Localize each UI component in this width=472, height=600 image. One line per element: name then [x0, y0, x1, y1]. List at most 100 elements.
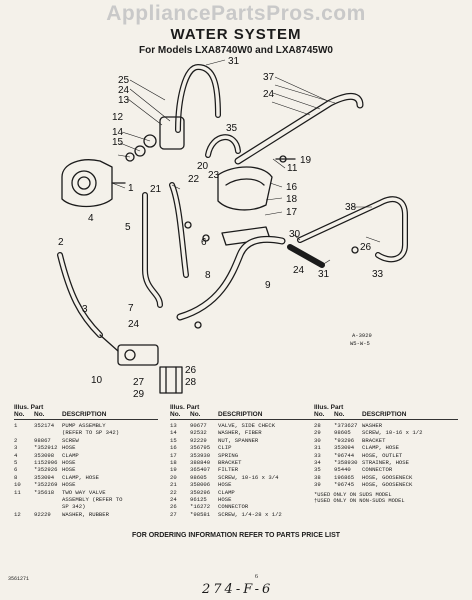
filter-assembly	[217, 166, 273, 211]
callout-label: 25	[118, 75, 130, 86]
callout-label: 24	[293, 265, 305, 276]
part-number: 353098	[34, 451, 55, 459]
part-illus-no	[14, 503, 34, 510]
part-number: 98867	[34, 436, 51, 444]
part-description: CLAMP	[62, 451, 79, 459]
parts-row: (REFER TO SP 342)	[14, 429, 158, 436]
part-description: WASHER, FIBER	[218, 429, 262, 437]
part-description: HOSE	[62, 466, 76, 474]
handwritten-note: 274-F-6	[202, 582, 274, 597]
part-number: 352174	[34, 422, 55, 429]
callout-label: 7	[128, 303, 134, 314]
callout-label: 24	[128, 319, 140, 330]
part-number: *352912	[34, 444, 58, 452]
part-illus-no: 35	[314, 466, 321, 474]
parts-header-illus: Illus. Part	[14, 404, 44, 411]
part-illus-no	[14, 429, 34, 436]
callout-label: 23	[208, 170, 220, 181]
callout-label: 5	[125, 222, 131, 233]
callout-label: 4	[88, 213, 94, 224]
part-illus-no: 34	[314, 459, 321, 467]
part-illus-no: 27	[170, 510, 177, 518]
parts-row: 39 *96745 HOSE, GOOSENECK	[314, 481, 458, 488]
part-number: *96745	[334, 481, 355, 489]
exploded-parts-diagram: 31 25 24 13 12 14 15 1 2 3 4 5 6 7 8 9 1…	[57, 56, 408, 400]
pump-outlet-hose	[57, 252, 103, 338]
part-illus-no: 15	[170, 436, 177, 444]
part-description: HOSE, GOOSENECK	[362, 481, 413, 489]
parts-header-part-no: No.	[334, 411, 345, 418]
part-description: HOSE	[62, 481, 76, 489]
part-description: WASHER	[362, 422, 383, 429]
part-number	[34, 496, 62, 503]
part-number: 353930	[190, 451, 211, 459]
callout-label: 22	[188, 174, 200, 185]
callout-label: 17	[286, 207, 298, 218]
ordering-footer: FOR ORDERING INFORMATION REFER TO PARTS …	[131, 532, 341, 539]
part-illus-no: 19	[170, 466, 177, 474]
footnote-non-suds: †USED ONLY ON NON-SUDS MODEL	[314, 498, 405, 505]
part-number: 98605	[334, 429, 351, 437]
part-number: *352926	[34, 466, 58, 474]
model-subtitle: For Models LXA8740W0 and LXA8745W0	[139, 45, 333, 56]
part-description: STRAINER, HOSE	[362, 459, 409, 467]
parts-header-part-no: No.	[34, 411, 45, 418]
parts-row: ASSEMBLY (REFER TO	[14, 496, 158, 503]
part-description: HOSE, OUTLET	[362, 451, 403, 459]
part-number: 92532	[190, 429, 207, 437]
callout-label: 21	[150, 184, 162, 195]
part-illus-no: 22	[170, 488, 177, 496]
part-description: PUMP ASSEMBLY	[62, 422, 106, 429]
part-illus-no: 38	[314, 473, 321, 481]
part-number: 90677	[190, 422, 207, 429]
part-illus-no: 30	[314, 436, 321, 444]
part-illus-no: 29	[314, 429, 321, 437]
figure-code: A-3929	[352, 332, 372, 339]
part-number: *93296	[334, 436, 355, 444]
callout-label: 1	[128, 183, 134, 194]
parts-header-part-no: No.	[190, 411, 201, 418]
callout-label: 20	[197, 161, 209, 172]
callout-label: 14	[112, 127, 124, 138]
part-illus-no: 4	[14, 451, 18, 459]
part-description: SCREW, 1/4-28 x 1/2	[218, 510, 282, 518]
parts-header-description: DESCRIPTION	[218, 411, 263, 418]
part-number	[34, 503, 62, 510]
callout-label: 16	[286, 182, 298, 193]
callout-label: 24	[263, 89, 275, 100]
part-description: WASHER, RUBBER	[62, 510, 109, 518]
part-description: HOSE, GOOSENECK	[362, 473, 413, 481]
callout-label: 26	[360, 242, 372, 253]
part-number	[34, 429, 62, 436]
part-description: CLAMP, HOSE	[362, 444, 399, 452]
part-illus-no: 20	[170, 473, 177, 481]
part-description: HOSE	[62, 459, 76, 467]
part-illus-no: 3	[14, 444, 18, 452]
part-illus-no: 13	[170, 422, 177, 429]
callout-label: 27	[133, 377, 145, 388]
part-description: NUT, SPANNER	[218, 436, 259, 444]
part-number: 98605	[190, 473, 207, 481]
parts-header-no: No.	[170, 411, 181, 418]
parts-header-no: No.	[14, 411, 25, 418]
part-number: *35618	[34, 488, 55, 496]
part-illus-no: 10	[14, 481, 21, 489]
pump-assembly	[61, 159, 113, 208]
part-number: 356795	[190, 444, 211, 452]
part-illus-no: 39	[314, 481, 321, 489]
part-description: SP 342)	[62, 503, 86, 511]
callout-label: 13	[118, 95, 130, 106]
